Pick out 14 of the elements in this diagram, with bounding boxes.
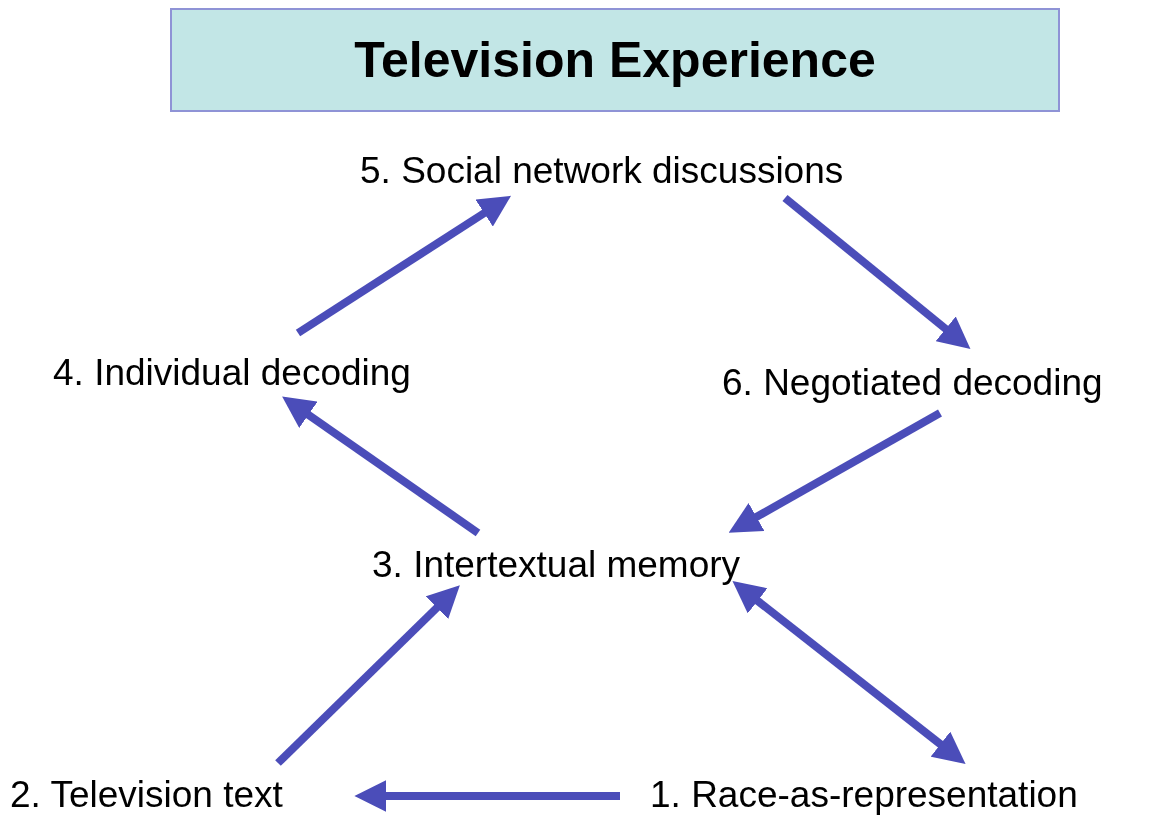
arrow <box>732 581 966 764</box>
step-label: 1. Race-as-representation <box>650 774 1078 815</box>
title-text: Television Experience <box>354 30 876 90</box>
arrow <box>295 195 512 337</box>
arrow <box>282 396 481 537</box>
step-label: 3. Intertextual memory <box>372 544 741 585</box>
step-label: 4. Individual decoding <box>53 352 411 393</box>
arrow <box>275 585 460 766</box>
arrow <box>728 409 942 533</box>
arrow <box>782 194 971 350</box>
step-label: 5. Social network discussions <box>360 150 844 191</box>
title-box <box>170 8 1060 112</box>
step-label: 6. Negotiated decoding <box>722 362 1103 403</box>
step-label: 2. Television text <box>10 774 283 815</box>
